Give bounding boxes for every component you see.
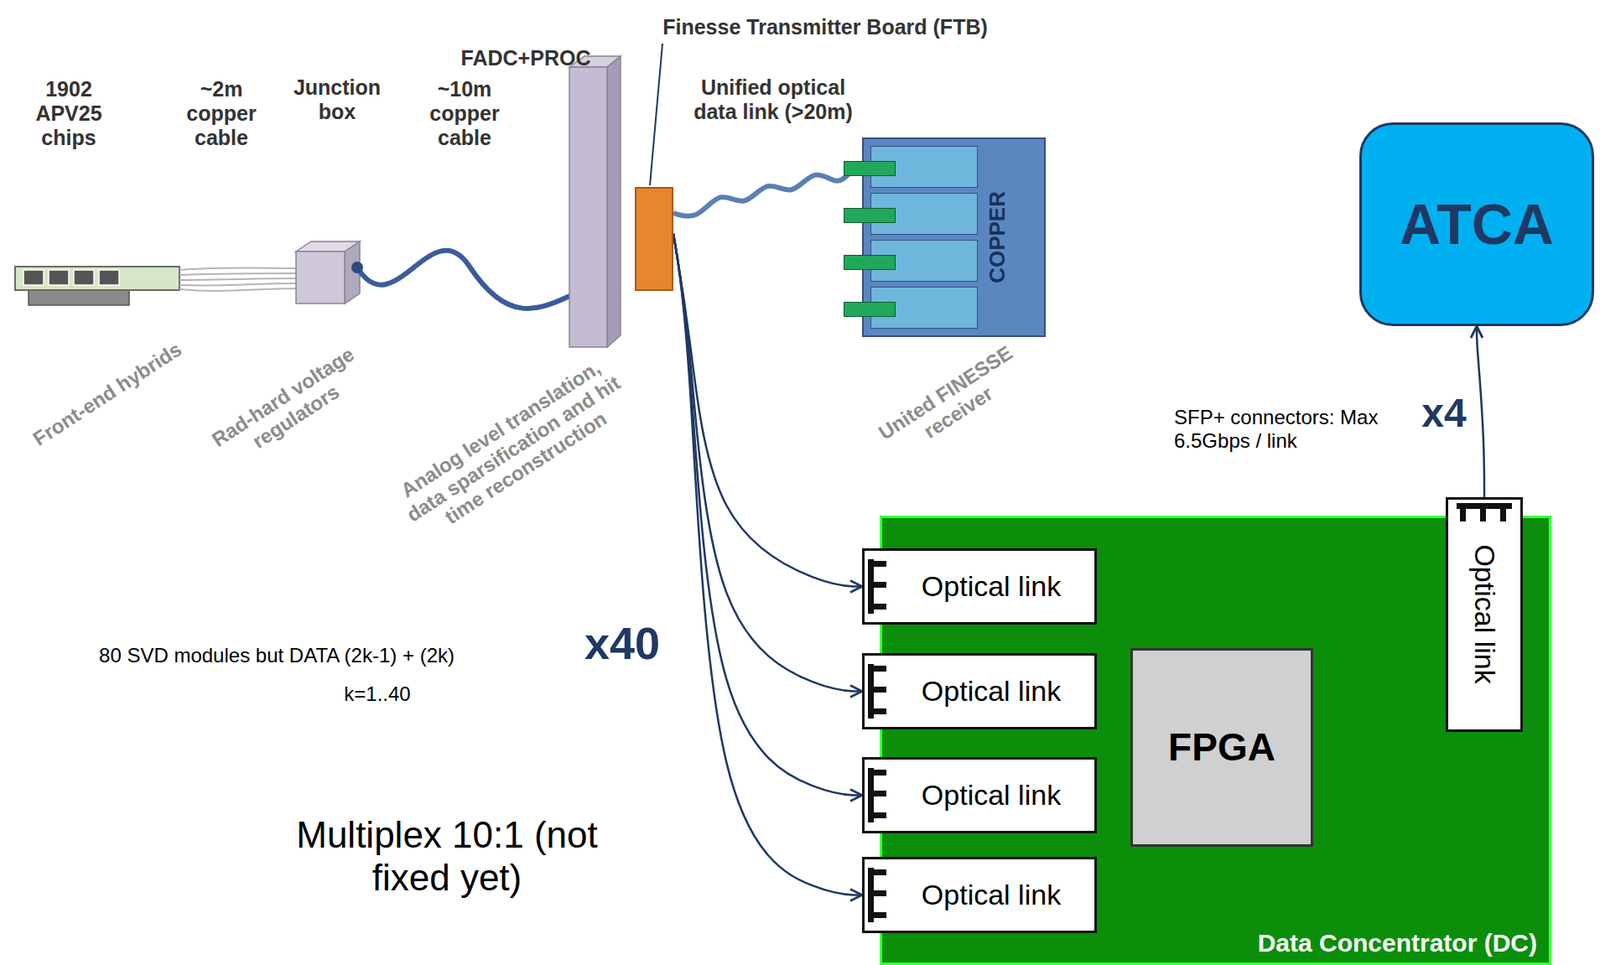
annotation-label: Front-end hybrids [28,337,186,452]
annotation-label: ~10m copper cable [410,77,520,150]
junction-box [296,241,360,304]
annotation-label: Unified optical data link (>20m) [676,75,870,125]
receiver-card [843,161,896,177]
annotation-label: Analog level translation, data sparsific… [378,343,649,553]
optical-link: Optical link [862,548,1097,625]
transmitter-board: Finesse Transmitter Board (FTB) [634,187,674,291]
receiver-card [843,254,896,271]
connector-pin [867,790,887,797]
optical-link: Optical link [862,857,1097,934]
node-text: Optical link [921,570,1061,603]
annotation-label: United FINESSE receiver [858,330,1046,475]
annotation-label: k=1..40 [343,682,411,707]
connector-pin [867,890,887,897]
optical-link: Optical link [862,757,1097,834]
optical-link: Optical link [862,653,1097,730]
data-arrow [1476,326,1485,498]
node-text: Optical link [921,878,1061,912]
front-end-hybrid [15,266,180,306]
connector-pin [867,769,887,776]
node-text: Optical link [921,779,1061,812]
annotation-label: Junction box [278,75,396,125]
fpga-chip: FPGA [1130,648,1314,847]
receiver-card [843,301,896,317]
connector-pin [1500,503,1507,522]
leader-line [649,43,663,186]
connector-pin [867,912,887,919]
node-text: Finesse Transmitter Board (FTB) [662,15,988,40]
node-text: Data Concentrator (DC) [1257,929,1538,959]
data-arrow [673,233,863,896]
connector-pin [867,812,887,819]
connector-pin [867,603,887,610]
annotation-label: x4 [1421,389,1466,437]
fadc-board [569,56,621,348]
receiver-card [843,207,896,224]
connector-pin [867,665,887,672]
annotation-label: 80 SVD modules but DATA (2k-1) + (2k) [98,644,455,668]
node-text: FPGA [1168,725,1276,770]
annotation-label: 1902 APV25 chips [18,77,120,150]
node-text: Optical link [921,675,1061,708]
node-text: ATCA [1399,191,1554,257]
connector-pin [1459,503,1466,522]
annotation-label: x40 [584,617,660,670]
connector-pin [867,561,887,567]
atca-board: ATCA [1359,122,1595,327]
node-text: Optical link [1467,545,1501,685]
node-text: COPPER [985,191,1011,284]
connector-pin [1480,503,1486,522]
annotation-label: SFP+ connectors: Max 6.5Gbps / link [1174,405,1384,452]
optical-link: Optical link [1445,497,1523,733]
annotation-label: FADC+PROC [461,46,592,71]
annotation-label: ~2m copper cable [171,77,272,150]
annotation-label: Multiplex 10:1 (not fixed yet) [287,814,607,899]
connector-pin [867,686,887,693]
data-arrow [673,233,863,692]
connector-pin [867,708,887,715]
annotation-label: Rad-hard voltage regulators [196,334,384,479]
data-arrow [673,233,863,796]
optical-cable [673,168,863,217]
short-copper-cable [179,268,298,291]
long-copper-cable [351,250,583,309]
receiver-crate: COPPER [862,137,1046,338]
concentrator-board: Optical linkOptical linkOptical linkOpti… [879,515,1552,965]
connector-pin [867,581,887,588]
connector-pin [867,869,887,876]
